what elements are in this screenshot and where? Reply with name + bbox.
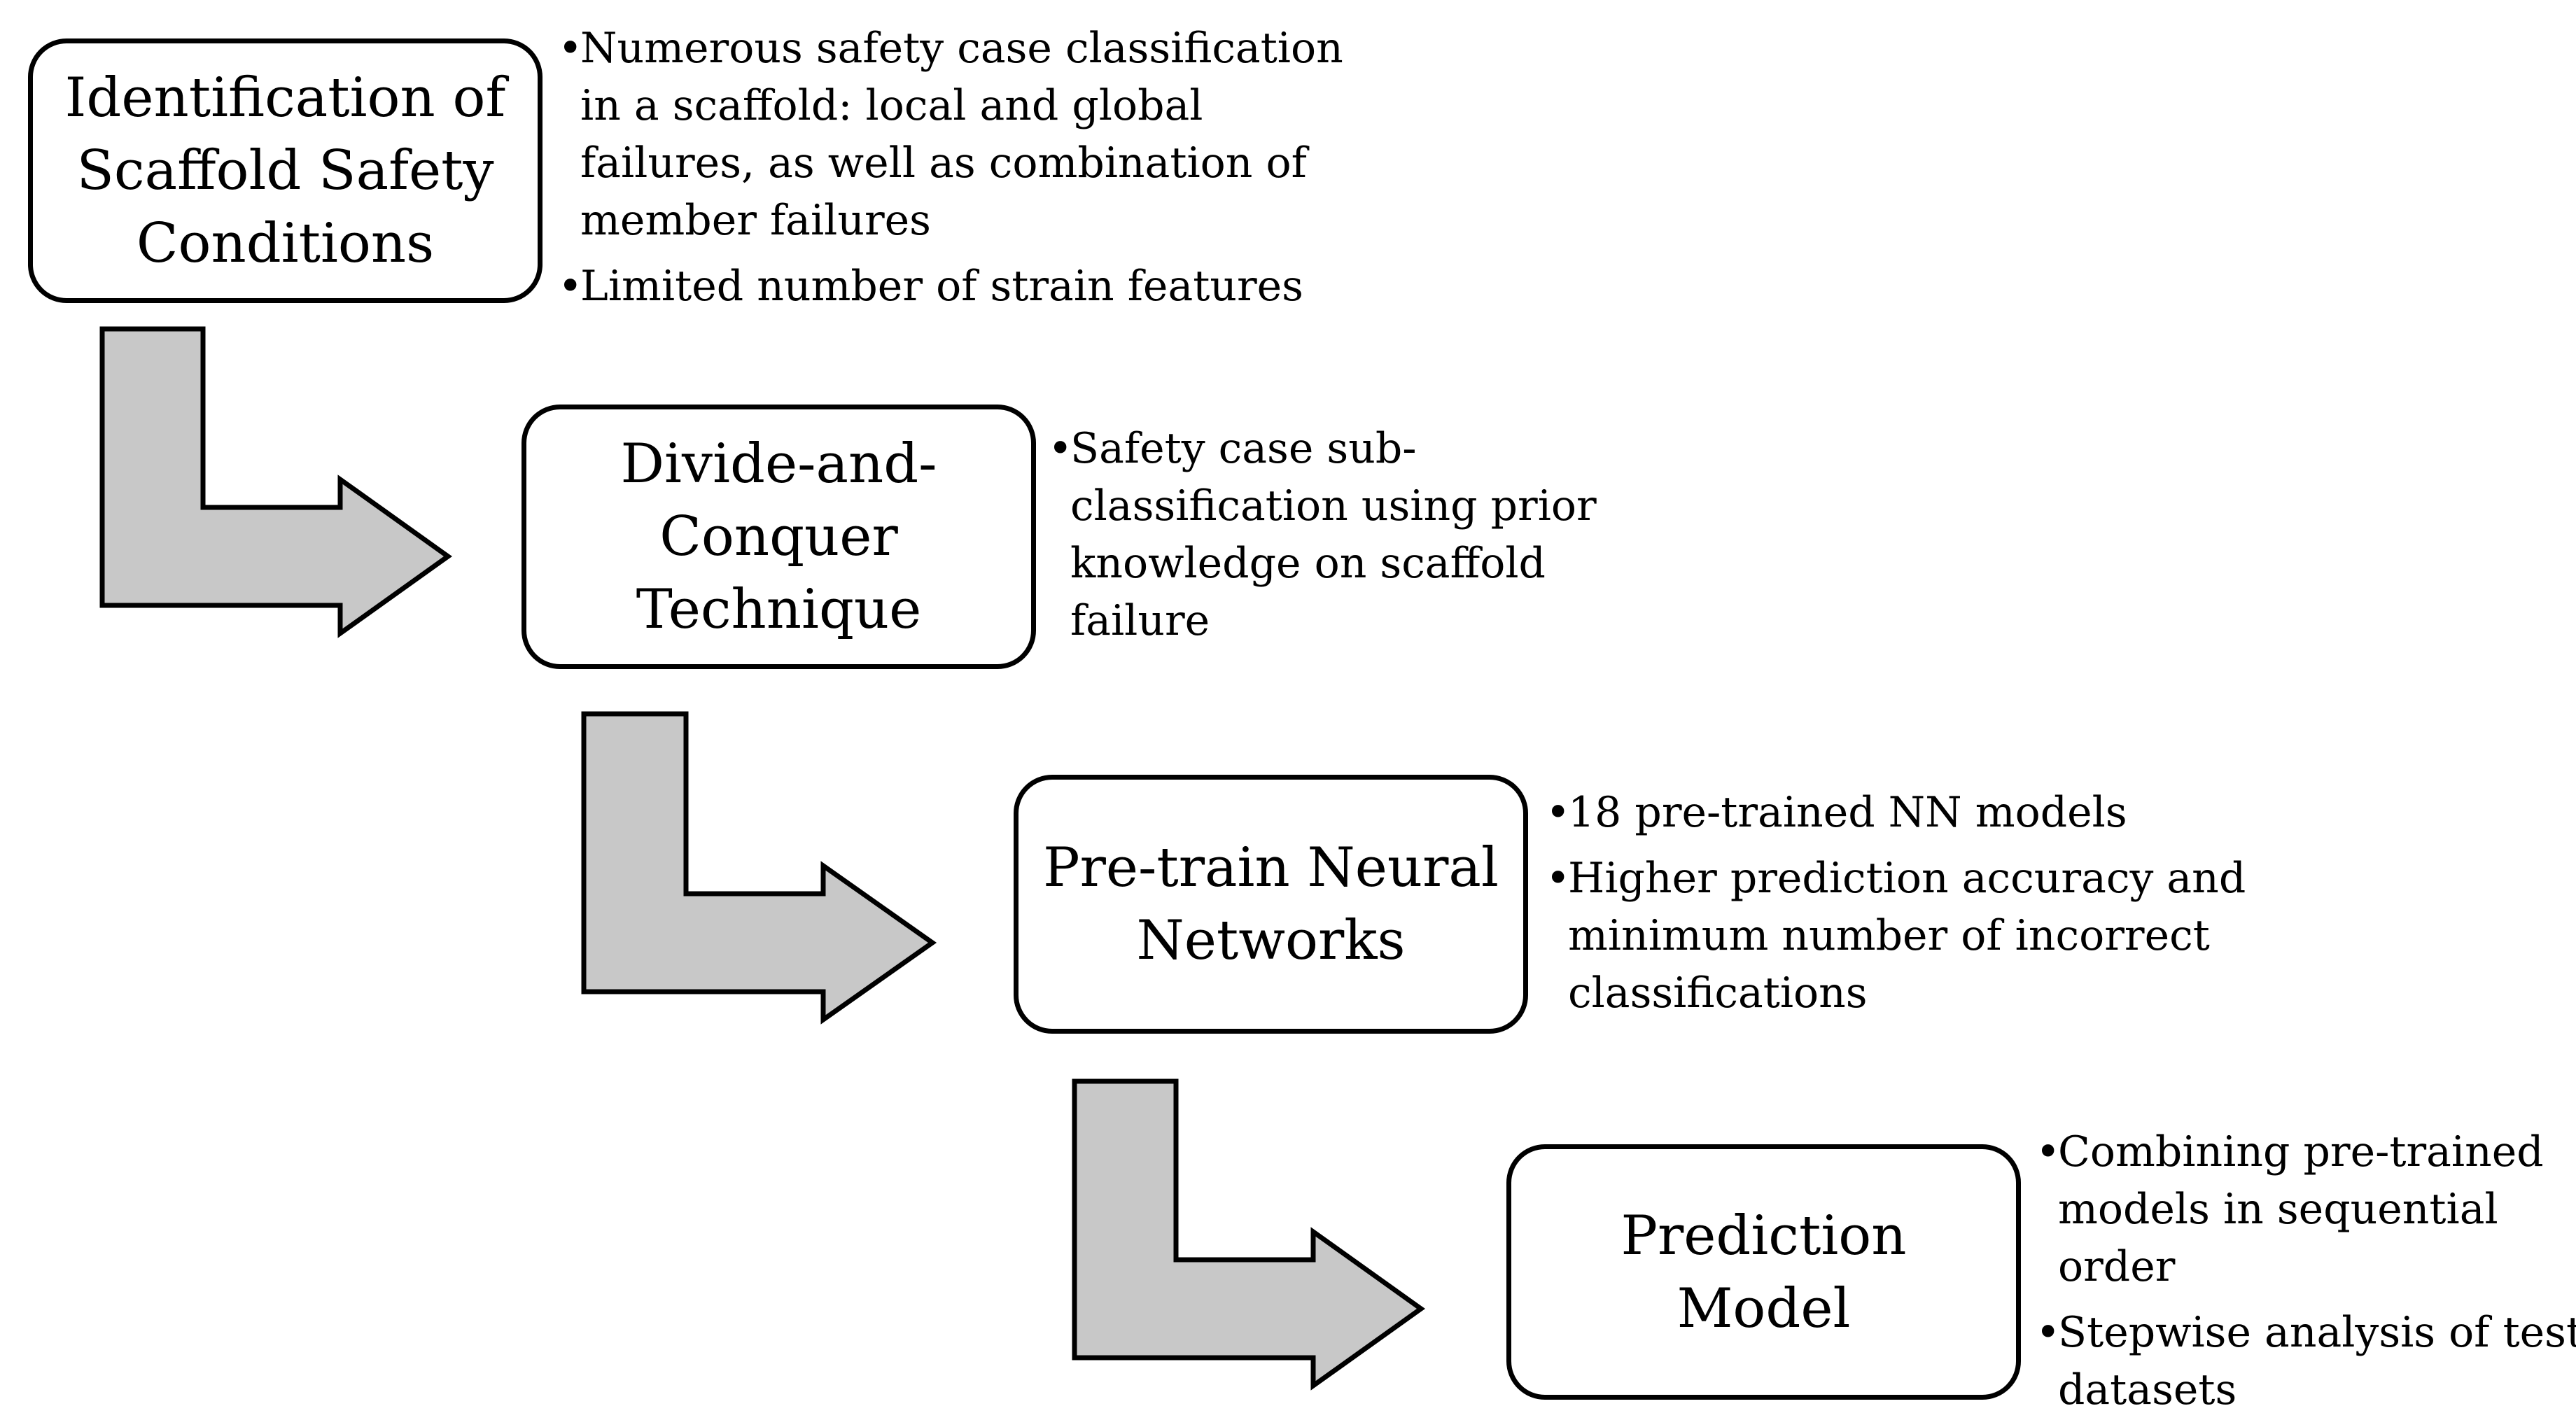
note-line: order <box>2058 1242 2176 1291</box>
bullet-icon: • <box>1546 788 1571 837</box>
note-line: Numerous safety case classification <box>580 24 1343 73</box>
step-box-prediction-model: Prediction Model <box>1506 1144 2021 1400</box>
step-title-line: Conditions <box>136 212 435 275</box>
note-line: Limited number of strain features <box>580 262 1303 311</box>
step-title-line: Scaffold Safety <box>76 139 494 202</box>
note-line: Stepwise analysis of test <box>2058 1308 2576 1357</box>
note-line: classification using prior <box>1070 481 1597 530</box>
note-line: 18 pre-trained NN models <box>1568 788 2127 837</box>
note-line: classifications <box>1568 969 1868 1018</box>
bullet-icon: • <box>558 262 583 311</box>
bullet-icon: • <box>2036 1308 2061 1357</box>
note-line: Safety case sub- <box>1070 424 1417 473</box>
note-line: Higher prediction accuracy and <box>1568 854 2246 903</box>
note-line: knowledge on scaffold <box>1070 539 1546 588</box>
flow-arrow-2 <box>581 711 937 1025</box>
step-box-divide-and-conquer: Divide-and- Conquer Technique <box>522 405 1036 669</box>
note-item: • Limited number of strain features <box>558 258 1343 315</box>
step-title-line: Conquer <box>659 505 898 568</box>
note-line: member failures <box>580 196 931 245</box>
note-line: failures, as well as combination of <box>580 139 1307 188</box>
note-item: • Safety case sub- classification using … <box>1048 420 1597 649</box>
note-line: minimum number of incorrect <box>1568 911 2210 960</box>
step-title-line: Prediction <box>1620 1204 1907 1267</box>
note-line: datasets <box>2058 1365 2237 1414</box>
step-notes-divide-and-conquer: • Safety case sub- classification using … <box>1048 420 1597 658</box>
step-title-line: Identification of <box>64 66 506 129</box>
step-box-pretrain-networks: Pre-train Neural Networks <box>1014 775 1528 1034</box>
step-notes-prediction-model: • Combining pre-trained models in sequen… <box>2036 1123 2576 1427</box>
flow-arrow-3 <box>1072 1078 1426 1391</box>
note-line: models in sequential <box>2058 1185 2498 1234</box>
bullet-icon: • <box>2036 1127 2061 1176</box>
note-item: • 18 pre-trained NN models <box>1546 784 2246 841</box>
bullet-icon: • <box>1546 854 1571 903</box>
step-box-identification: Identification of Scaffold Safety Condit… <box>28 38 542 303</box>
note-line: failure <box>1070 596 1210 645</box>
step-title-line: Networks <box>1136 909 1406 972</box>
step-title-line: Model <box>1676 1277 1851 1340</box>
bullet-icon: • <box>558 24 583 73</box>
step-title-line: Pre-train Neural <box>1043 836 1499 899</box>
note-item: • Combining pre-trained models in sequen… <box>2036 1123 2576 1295</box>
note-item: • Stepwise analysis of test datasets <box>2036 1304 2576 1419</box>
note-line: Combining pre-trained <box>2058 1127 2544 1176</box>
bullet-icon: • <box>1048 424 1073 473</box>
note-line: in a scaffold: local and global <box>580 81 1203 130</box>
step-notes-identification: • Numerous safety case classification in… <box>558 20 1343 323</box>
step-title-line: Divide-and- <box>620 433 937 495</box>
step-notes-pretrain-networks: • 18 pre-trained NN models • Higher pred… <box>1546 784 2246 1030</box>
flow-arrow-1 <box>99 326 453 638</box>
step-title-line: Technique <box>636 578 922 641</box>
note-item: • Higher prediction accuracy and minimum… <box>1546 850 2246 1022</box>
note-item: • Numerous safety case classification in… <box>558 20 1343 249</box>
